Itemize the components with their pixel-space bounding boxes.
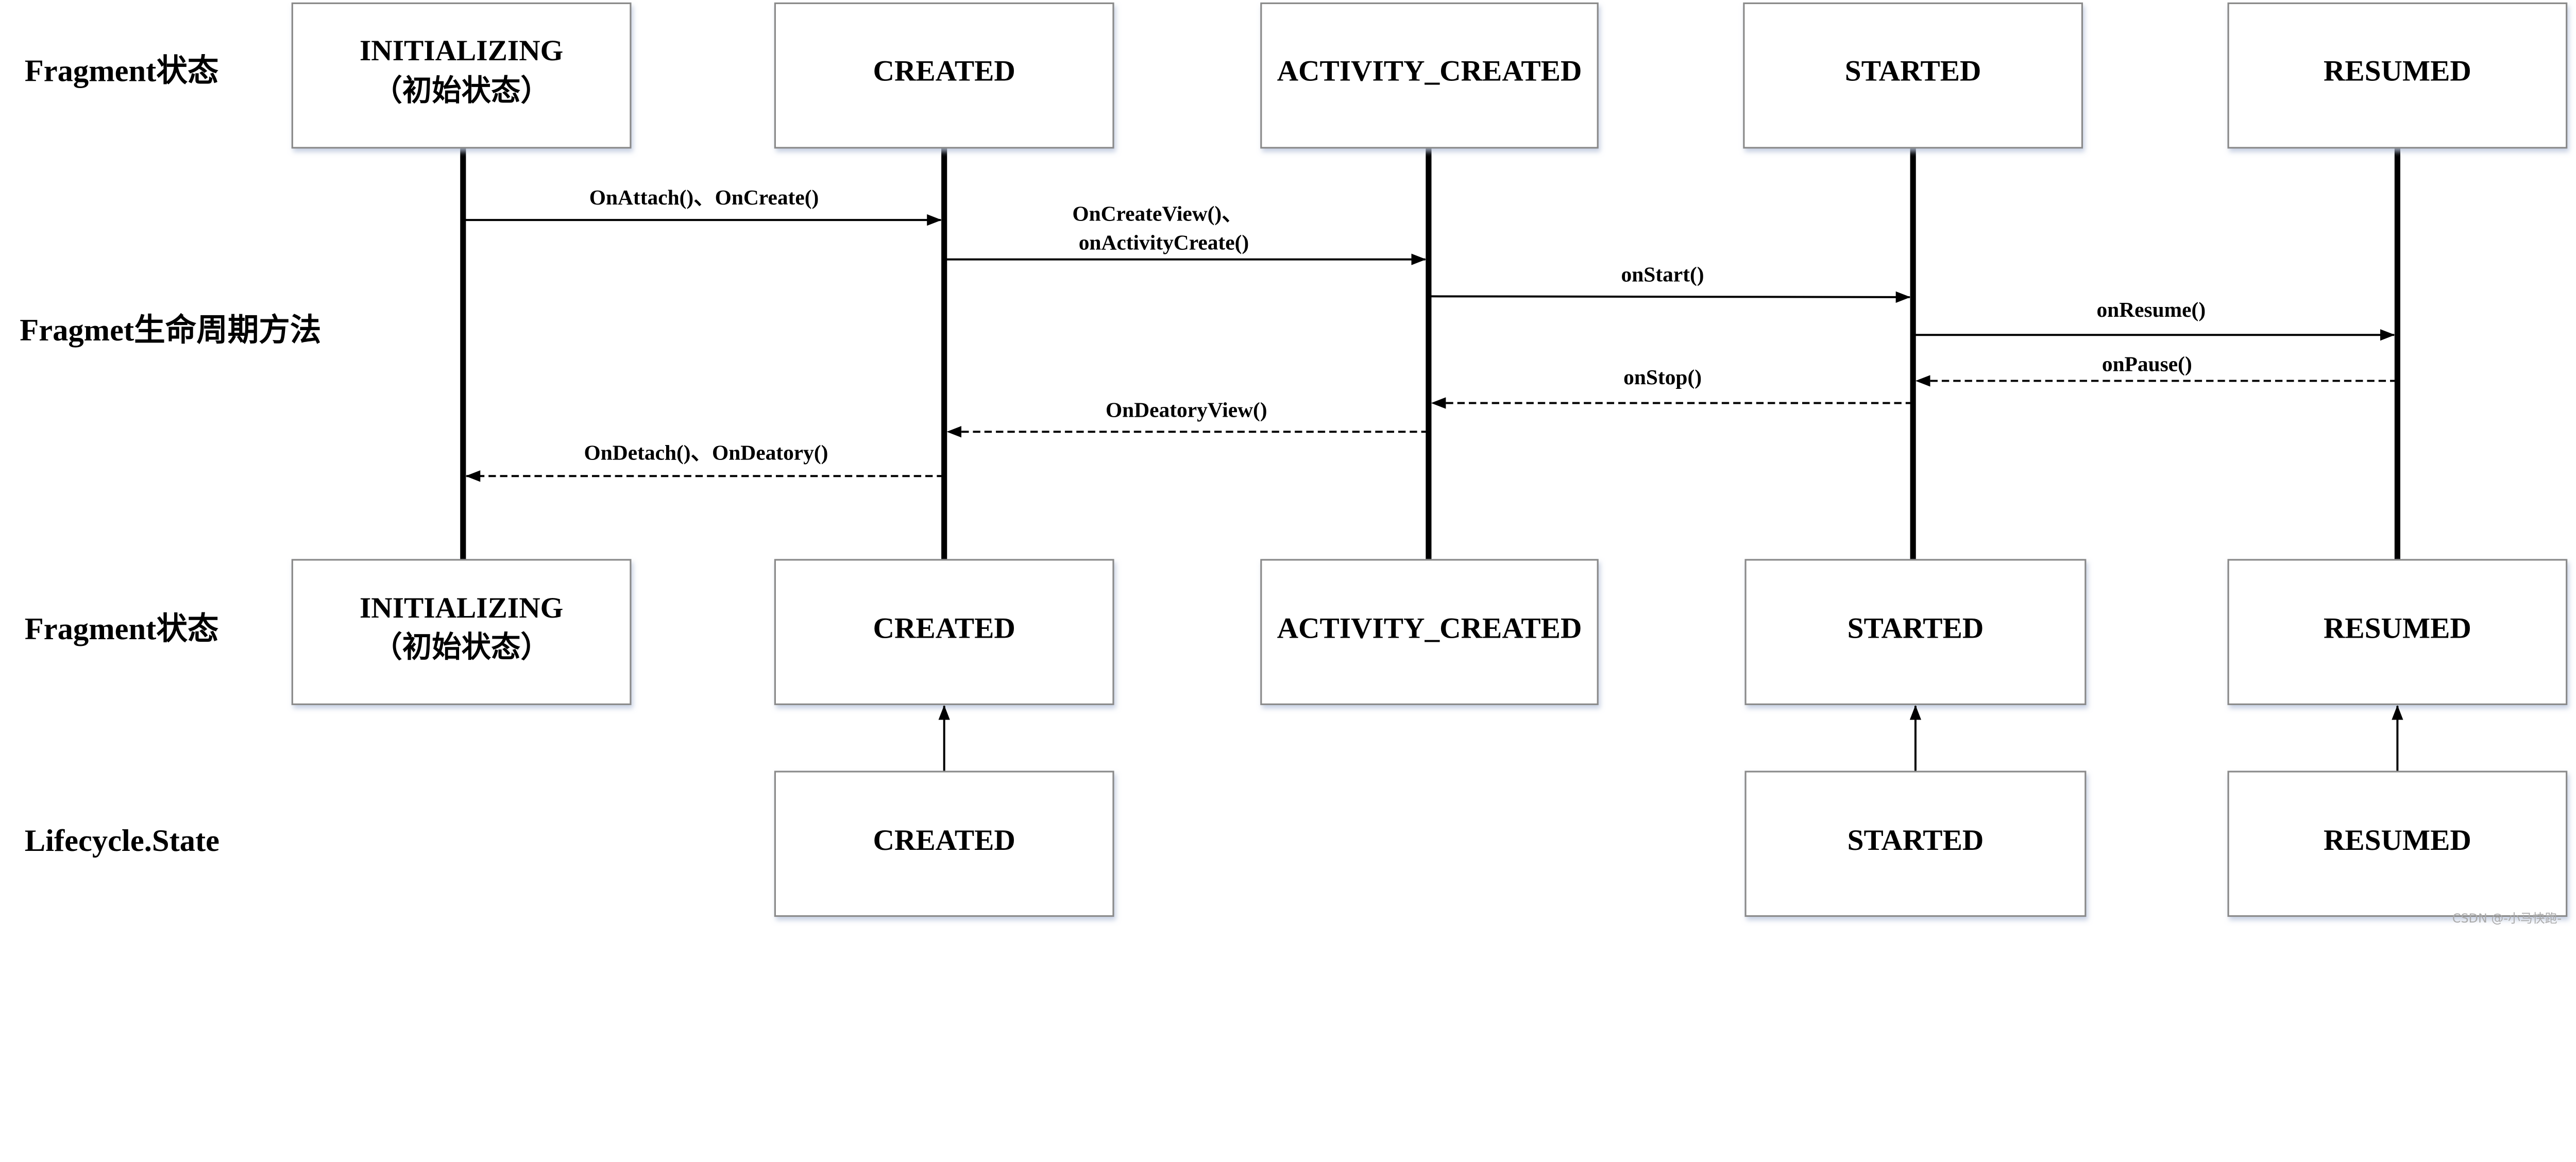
top-state-activity-created: ACTIVITY_CREATED (1260, 2, 1599, 149)
label-on-destroy-view: OnDeatoryView() (1106, 398, 1267, 422)
svg-text:（初始状态）: （初始状态） (373, 75, 550, 107)
top-state-initializing: INITIALIZING （初始状态） (291, 2, 632, 149)
label-on-pause: onPause() (2102, 352, 2192, 376)
svg-text:（初始状态）: （初始状态） (373, 631, 550, 663)
svg-text:STARTED: STARTED (1848, 824, 1984, 857)
label-on-create-view-1: OnCreateView()、 (1072, 202, 1243, 226)
label-on-attach-create: OnAttach()、OnCreate() (589, 185, 819, 210)
middle-state-resumed: RESUMED (2227, 559, 2568, 705)
svg-text:CREATED: CREATED (873, 612, 1015, 645)
label-on-start: onStart() (1621, 263, 1704, 287)
row-label-lifecycle-state: Lifecycle.State (25, 824, 219, 858)
row-label-lifecycle-methods: Fragmet生命周期方法 (20, 313, 321, 348)
top-state-started: STARTED (1743, 2, 2083, 149)
arrow-on-start (1428, 291, 1911, 303)
middle-state-activity-created: ACTIVITY_CREATED (1260, 559, 1599, 705)
svg-text:RESUMED: RESUMED (2324, 55, 2471, 88)
svg-text:CREATED: CREATED (873, 55, 1015, 88)
label-on-create-view-2: onActivityCreate() (1079, 230, 1249, 254)
lifecycle-state-started: STARTED (1744, 771, 2087, 917)
row-label-fragment-state-middle: Fragment状态 (25, 612, 219, 646)
middle-state-created: CREATED (774, 559, 1114, 705)
fragment-lifecycle-diagram: Fragment状态 Fragmet生命周期方法 Fragment状态 Life… (20, 2, 2568, 926)
label-on-stop: onStop() (1623, 365, 1702, 389)
svg-text:INITIALIZING: INITIALIZING (360, 592, 563, 624)
svg-text:CREATED: CREATED (873, 824, 1015, 857)
top-state-created: CREATED (774, 2, 1114, 149)
middle-state-initializing: INITIALIZING （初始状态） (291, 559, 632, 705)
watermark: CSDN @-小马快跑- (2452, 911, 2562, 926)
row-label-fragment-state-top: Fragment状态 (25, 54, 219, 88)
lifecycle-state-resumed: RESUMED (2227, 771, 2568, 917)
label-on-resume: onResume() (2096, 298, 2206, 322)
middle-state-started: STARTED (1744, 559, 2087, 705)
svg-text:RESUMED: RESUMED (2324, 612, 2471, 645)
svg-text:STARTED: STARTED (1848, 612, 1984, 645)
top-state-resumed: RESUMED (2227, 2, 2568, 149)
label-on-detach-destroy: OnDetach()、OnDeatory() (584, 440, 828, 465)
svg-text:ACTIVITY_CREATED: ACTIVITY_CREATED (1277, 55, 1582, 88)
svg-text:INITIALIZING: INITIALIZING (360, 35, 563, 67)
svg-text:STARTED: STARTED (1845, 55, 1981, 88)
svg-text:ACTIVITY_CREATED: ACTIVITY_CREATED (1277, 612, 1582, 645)
svg-text:RESUMED: RESUMED (2324, 824, 2471, 857)
lifecycle-state-created: CREATED (774, 771, 1114, 917)
